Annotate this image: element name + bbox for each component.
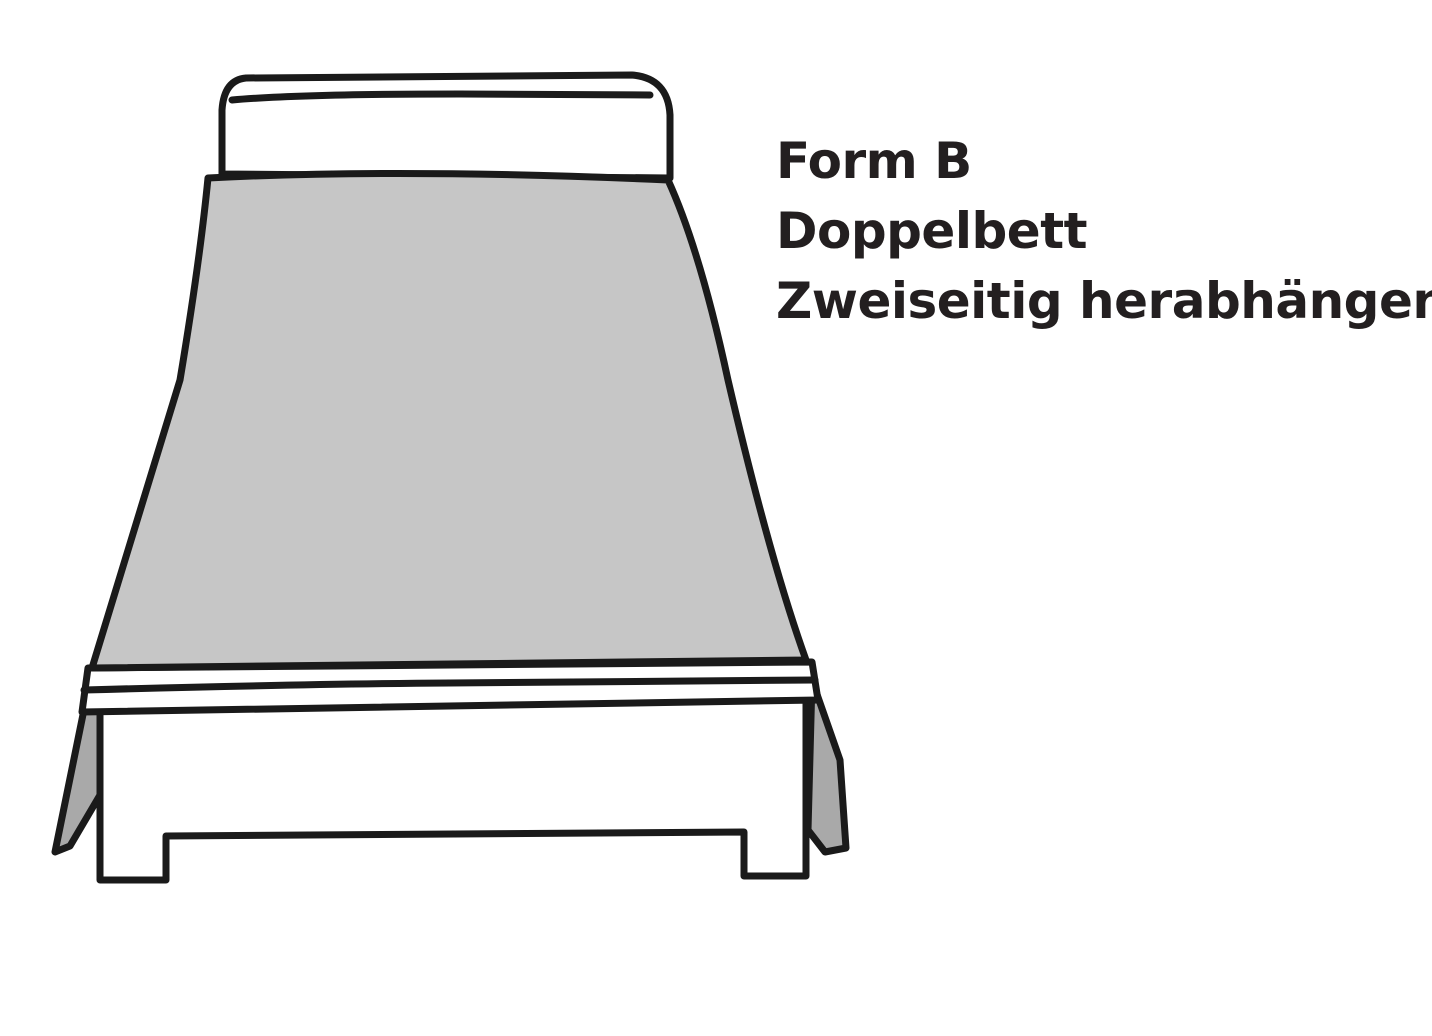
cover-right-side	[804, 676, 850, 856]
caption-bed-type: Doppelbett	[776, 202, 1087, 260]
cover-fold-line	[80, 676, 819, 694]
headboard	[218, 71, 674, 182]
headboard-top-line	[228, 90, 654, 104]
caption-form: Form B	[776, 132, 972, 190]
bed-frame	[96, 686, 810, 884]
cover-top	[88, 169, 810, 672]
caption-hanging-mode: Zweiseitig herabhängend	[776, 272, 1432, 330]
caption: Form B Doppelbett Zweiseitig herabhängen…	[776, 126, 1432, 336]
